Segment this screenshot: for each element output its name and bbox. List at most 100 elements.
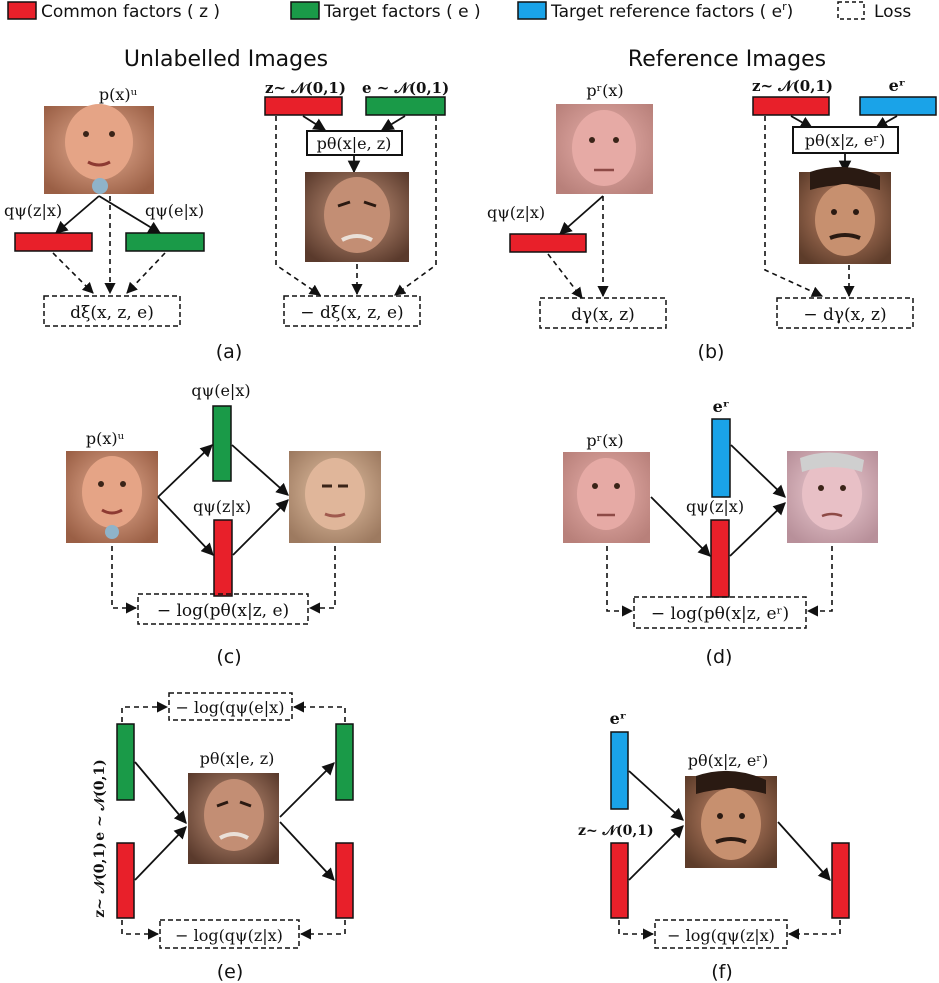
d-arrow-to-z [650, 496, 711, 557]
legend-label-target-ref: Target reference factors ( er) [550, 0, 793, 22]
a-dash-left [275, 116, 321, 296]
e-z-out-bar [335, 842, 354, 919]
c-z-bar [213, 519, 233, 597]
a-arrow-to-qz [55, 195, 100, 234]
e-e-prior: e ~ 𝒩(0,1) [92, 759, 108, 840]
c-arrow-z-out [232, 499, 289, 556]
f-z-bar [610, 842, 629, 919]
panel-f: eʳ z~ 𝒩(0,1) pθ(x|z, eʳ) − log(qψ(z|x) (… [578, 709, 850, 983]
a-z-bar [14, 232, 93, 252]
b-er-label: eʳ [889, 76, 906, 95]
b-generator: pθ(x|z, eʳ) [805, 131, 885, 150]
legend-swatch-target-ref [517, 1, 547, 20]
caption-c: (c) [216, 646, 241, 668]
f-er-bar [610, 731, 629, 810]
a-loss-left-box [43, 295, 181, 327]
a-z-prior-bar [264, 96, 343, 116]
caption-d: (d) [706, 646, 733, 668]
a-loss-right-box [283, 295, 421, 327]
d-loss-box [633, 596, 807, 629]
c-loss: − log(pθ(x|z, e) [157, 601, 289, 621]
f-loss: − log(qψ(z|x) [667, 926, 775, 945]
e-loss-bottom: − log(qψ(z|x) [175, 926, 283, 945]
c-dash-right [308, 546, 336, 614]
face-generated-image [188, 773, 279, 864]
legend-label-common: Common factors ( z ) [41, 2, 220, 22]
a-generator: pθ(x|e, z) [317, 134, 392, 153]
d-er-bar [711, 418, 731, 498]
d-arrow-z-out [729, 502, 786, 557]
b-loss-right-box [776, 297, 914, 329]
d-qz-label: qψ(z|x) [686, 497, 744, 516]
face-reference-image [563, 452, 650, 543]
f-arrow-er-gen [628, 770, 684, 821]
b-generator-box [792, 126, 899, 154]
b-dash-z [547, 253, 583, 299]
f-dash-right [787, 920, 841, 940]
c-qz-label: qψ(z|x) [193, 497, 251, 516]
a-arrow-z-gen [302, 115, 327, 131]
a-loss-left: dξ(x, z, e) [70, 303, 154, 323]
c-dash-left [111, 546, 138, 614]
caption-a: (a) [216, 341, 242, 363]
f-z-out-bar [831, 842, 850, 919]
e-loss-bottom-box [159, 919, 300, 949]
c-loss-box [137, 593, 309, 625]
b-arrow-to-qz [559, 195, 604, 235]
legend-swatch-target [290, 1, 320, 20]
f-arrow-z-gen [628, 825, 684, 881]
b-z-bar [509, 233, 587, 253]
f-dash-left [618, 920, 655, 940]
b-loss-left: dγ(x, z) [571, 305, 635, 325]
a-dash-z [52, 252, 94, 294]
b-z-prior: z~ 𝒩(0,1) [752, 77, 833, 95]
c-px-label: p(x)ᵘ [86, 429, 125, 448]
e-arrow-e-gen [134, 761, 187, 824]
face-generated-image [305, 172, 409, 262]
a-generator-box [306, 130, 403, 156]
legend: Common factors ( z ) Target factors ( e … [7, 0, 911, 22]
e-dash-top-right [292, 701, 346, 722]
e-loss-top: − log(qψ(e|x) [176, 698, 285, 717]
f-loss-box [654, 919, 788, 949]
d-px-label: pʳ(x) [586, 431, 623, 450]
e-e-out-bar [335, 723, 354, 801]
panel-b: pʳ(x) qψ(z|x) dγ(x, z) z~ 𝒩(0,1) eʳ pθ(x… [487, 76, 937, 363]
face-unlabelled-image [66, 451, 158, 543]
e-loss-top-box [168, 692, 293, 721]
legend-swatch-common [7, 1, 37, 20]
face-reference-generated-image [799, 166, 891, 264]
d-arrow-er-out [730, 444, 786, 498]
a-e-prior: e ~ 𝒩(0,1) [362, 79, 449, 97]
b-dash-left [764, 116, 824, 297]
face-reference-generated-image [685, 770, 777, 868]
d-er-label: eʳ [713, 397, 730, 416]
face-output-image [787, 451, 878, 543]
c-arrow-to-e [157, 444, 213, 498]
c-arrow-to-z [157, 496, 214, 556]
b-loss-left-box [539, 297, 667, 329]
caption-b: (b) [698, 341, 725, 363]
a-qe-label: qψ(e|x) [145, 201, 204, 220]
a-e-bar [125, 232, 205, 252]
panel-c: p(x)ᵘ qψ(e|x) qψ(z|x) − log(pθ(x|z, e) (… [66, 381, 381, 668]
f-generator: pθ(x|z, eʳ) [688, 751, 768, 770]
d-dash-left [606, 546, 634, 617]
f-arrow-gen-z [777, 821, 831, 881]
heading-reference: Reference Images [628, 47, 826, 72]
f-z-prior: z~ 𝒩(0,1) [578, 823, 654, 839]
legend-label-loss: Loss [874, 2, 911, 22]
c-qe-label: qψ(e|x) [191, 381, 250, 400]
e-dash-bottom-right [299, 920, 346, 940]
e-dash-bottom-left [121, 920, 160, 940]
d-loss: − log(pθ(x|z, eʳ) [651, 604, 789, 624]
e-arrow-gen-e [279, 762, 335, 818]
face-unlabelled-image [44, 104, 154, 194]
face-output-image [289, 451, 381, 543]
f-er-label: eʳ [610, 709, 627, 728]
d-dash-right [806, 546, 833, 617]
caption-f: (f) [711, 961, 733, 983]
a-loss-right: − dξ(x, z, e) [300, 303, 403, 323]
c-arrow-e-out [231, 444, 289, 496]
